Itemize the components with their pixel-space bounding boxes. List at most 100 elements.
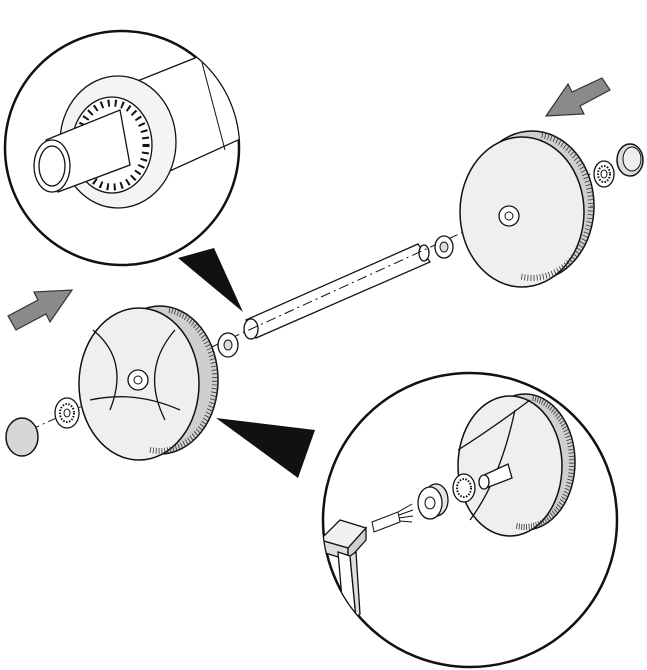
tread-tick bbox=[202, 417, 209, 422]
detail-callout-top bbox=[3, 29, 241, 267]
push-arrow-left bbox=[7, 289, 74, 331]
tread-tick bbox=[552, 409, 558, 415]
tread-tick bbox=[562, 425, 568, 430]
tread-tick bbox=[562, 143, 568, 150]
tread-tick bbox=[189, 435, 194, 441]
right-washer bbox=[434, 235, 454, 259]
tread-tick bbox=[166, 447, 169, 454]
tread-tick bbox=[574, 250, 580, 255]
left-bearing bbox=[54, 397, 80, 429]
tread-tick bbox=[173, 308, 177, 315]
tread-tick bbox=[579, 241, 586, 245]
tread-tick bbox=[563, 262, 568, 268]
tread-tick bbox=[534, 395, 537, 402]
tread-tick bbox=[207, 350, 214, 354]
tread-tick bbox=[515, 522, 518, 530]
tread-tick bbox=[566, 481, 573, 485]
tread-tick bbox=[554, 411, 560, 417]
tread-tick bbox=[558, 266, 563, 272]
right-wheel bbox=[459, 130, 595, 288]
tread-tick bbox=[579, 165, 585, 170]
tread-tick bbox=[177, 443, 181, 450]
tread-tick bbox=[533, 522, 535, 529]
tread-tick bbox=[547, 271, 551, 278]
tread-tick bbox=[580, 169, 587, 173]
tread-tick bbox=[200, 334, 206, 339]
tread-tick bbox=[536, 396, 540, 403]
tread-tick bbox=[586, 187, 593, 190]
tread-tick bbox=[199, 423, 205, 428]
tread-tick bbox=[537, 521, 541, 528]
tread-tick bbox=[195, 428, 201, 434]
tread-tick bbox=[188, 318, 193, 324]
tread-tick bbox=[559, 498, 566, 504]
tread-tick bbox=[541, 398, 545, 405]
tread-tick bbox=[195, 325, 200, 331]
left-hubcap bbox=[5, 417, 39, 457]
tread-tick bbox=[567, 475, 574, 478]
tread-tick bbox=[532, 394, 535, 402]
tread-tick bbox=[536, 274, 538, 281]
tread-tick bbox=[564, 431, 571, 436]
tread-tick bbox=[575, 159, 582, 164]
tread-tick bbox=[191, 433, 197, 439]
tread-tick bbox=[564, 487, 571, 492]
tread-tick bbox=[179, 311, 183, 318]
tread-tick bbox=[562, 493, 569, 498]
tread-tick bbox=[574, 156, 580, 162]
tread-tick bbox=[568, 452, 575, 454]
tread-tick bbox=[197, 328, 202, 334]
detail-callout-bottom bbox=[321, 371, 619, 669]
tread-tick bbox=[561, 264, 566, 270]
tread-tick bbox=[209, 401, 215, 405]
tread-tick bbox=[565, 145, 570, 152]
tread-tick bbox=[530, 523, 533, 530]
tread-tick bbox=[541, 132, 544, 139]
tread-tick bbox=[586, 191, 593, 194]
push-arrow-right bbox=[544, 77, 611, 117]
tread-tick bbox=[209, 357, 216, 361]
callout-pointer-top bbox=[178, 248, 243, 312]
tread-tick bbox=[184, 439, 189, 445]
tread-tick bbox=[187, 437, 192, 443]
tread-tick bbox=[558, 501, 564, 507]
tread-tick bbox=[559, 419, 565, 425]
tread-tick bbox=[152, 447, 155, 454]
tread-tick bbox=[181, 312, 185, 319]
tread-tick bbox=[582, 172, 588, 177]
tool-handle bbox=[323, 519, 368, 623]
tread-tick bbox=[204, 414, 210, 419]
tread-tick bbox=[561, 496, 567, 501]
tread-tick bbox=[203, 340, 210, 345]
tread-tick bbox=[565, 435, 572, 439]
tread-tick bbox=[545, 516, 550, 522]
tread-tick bbox=[539, 520, 543, 527]
detail-wheel bbox=[457, 393, 576, 537]
tread-tick bbox=[567, 148, 573, 154]
tread-tick bbox=[211, 391, 218, 394]
tread-tick bbox=[563, 428, 569, 433]
tread-tick bbox=[541, 518, 545, 525]
tread-tick bbox=[171, 307, 174, 314]
tread-tick bbox=[193, 431, 199, 437]
tread-tick bbox=[586, 221, 593, 224]
tread-tick bbox=[560, 141, 565, 148]
tread-tick bbox=[210, 365, 218, 368]
tread-tick bbox=[578, 244, 584, 249]
tread-tick bbox=[583, 231, 590, 235]
tread-tick bbox=[169, 446, 172, 453]
tread-tick bbox=[568, 455, 575, 457]
tread-tick bbox=[587, 217, 594, 220]
tread-tick bbox=[208, 354, 215, 358]
left-wheel bbox=[78, 305, 219, 461]
bushing bbox=[417, 483, 449, 520]
tread-tick bbox=[198, 331, 205, 336]
tread-tick bbox=[587, 214, 594, 216]
tread-tick bbox=[577, 162, 584, 167]
detail-stub-shaft bbox=[478, 463, 513, 490]
tread-tick bbox=[206, 408, 213, 412]
tread-tick bbox=[567, 445, 574, 448]
tread-tick bbox=[547, 403, 552, 410]
tread-tick bbox=[563, 490, 570, 495]
tread-tick bbox=[176, 309, 180, 316]
